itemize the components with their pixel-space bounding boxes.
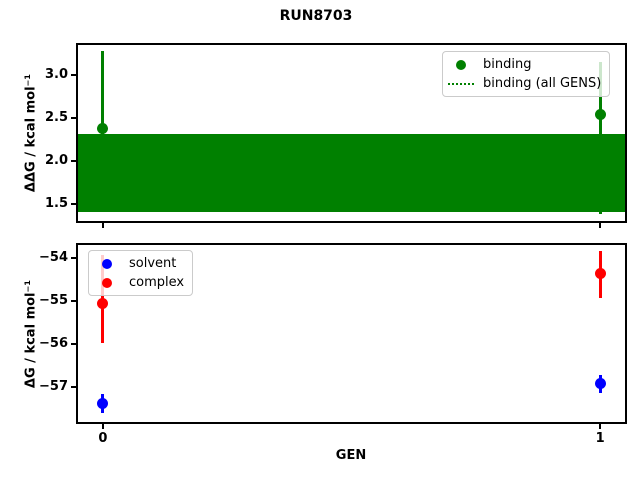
solvent-dot-icon	[93, 258, 121, 269]
y-axis-label-ddg: ΔΔG / kcal mol⁻¹	[23, 73, 39, 193]
data-point-solvent	[97, 397, 109, 409]
legend-binding: binding binding (all GENS)	[442, 51, 611, 97]
data-point-solvent	[594, 378, 606, 390]
legend-entry-complex: complex	[93, 274, 184, 291]
figure-title: RUN8703	[279, 8, 353, 24]
data-point-binding	[97, 122, 109, 134]
legend-label-solvent: solvent	[129, 256, 177, 271]
y-tick	[71, 299, 76, 302]
legend-entry-binding-all-gens: binding (all GENS)	[447, 75, 601, 92]
y-tick-label: −55	[39, 292, 68, 308]
x-axis-label: GEN	[335, 448, 367, 463]
y-tick-label: −57	[39, 379, 68, 395]
y-tick	[71, 74, 76, 77]
confidence-band-binding-all-gens-	[78, 134, 625, 213]
y-tick	[71, 116, 76, 119]
y-tick	[71, 343, 76, 346]
legend-label-complex: complex	[129, 275, 185, 290]
data-point-complex	[594, 268, 606, 280]
x-tick	[599, 223, 602, 228]
y-tick-label: −56	[39, 336, 68, 352]
legend-label-binding-all-gens: binding (all GENS)	[483, 76, 602, 91]
data-point-binding	[594, 109, 606, 121]
binding-dot-icon	[447, 59, 475, 70]
error-bar-binding	[598, 62, 602, 215]
complex-dot-icon	[93, 277, 121, 288]
y-tick	[71, 159, 76, 162]
legend-dg: solvent complex	[88, 250, 194, 296]
x-tick	[599, 424, 602, 429]
data-point-complex	[97, 297, 109, 309]
y-tick-label: 2.5	[44, 109, 68, 125]
x-tick	[101, 424, 104, 429]
x-tick	[101, 223, 104, 228]
y-tick	[71, 256, 76, 259]
x-tick-label: 0	[98, 431, 108, 446]
y-tick	[71, 202, 76, 205]
legend-entry-binding: binding	[447, 56, 601, 73]
dotted-line-icon	[447, 82, 475, 85]
y-tick-label: 3.0	[44, 67, 68, 83]
y-tick	[71, 386, 76, 389]
y-tick-label: 2.0	[44, 152, 68, 168]
x-tick-label: 1	[595, 431, 605, 446]
legend-label-binding: binding	[483, 57, 532, 72]
legend-entry-solvent: solvent	[93, 255, 184, 272]
y-tick-label: −54	[39, 249, 68, 265]
y-tick-label: 1.5	[44, 195, 68, 211]
